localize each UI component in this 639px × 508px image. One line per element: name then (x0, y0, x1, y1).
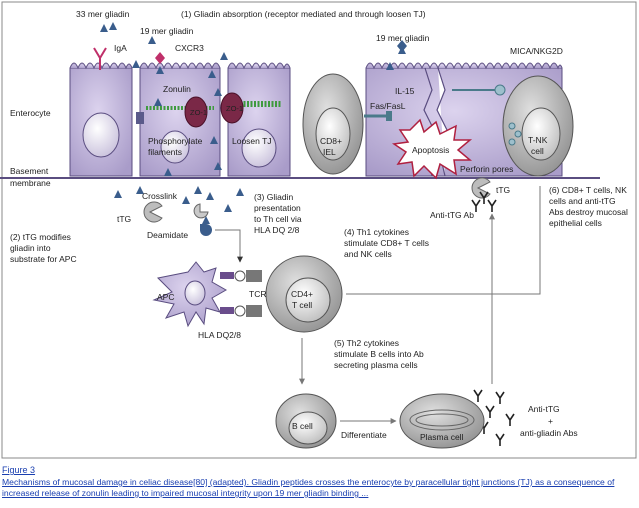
nucleus (82, 112, 120, 158)
figure-title-link[interactable]: Figure 3 (2, 465, 36, 475)
label-il15: IL-15 (395, 86, 415, 96)
deamidated-gliadin (200, 224, 212, 236)
tcr (246, 270, 262, 282)
iga-antibody (93, 47, 107, 70)
label-ttg-right: tTG (496, 185, 510, 195)
label-gliadin-19-top: 19 mer gliadin (140, 26, 194, 36)
label-apoptosis: Apoptosis (412, 145, 449, 155)
antibodies (471, 191, 515, 446)
ttg-enzyme-small (193, 203, 209, 219)
label-basement-1: Basement (10, 166, 49, 176)
label-step6-1: (6) CD8+ T cells, NK (549, 185, 627, 195)
label-ttg-left: tTG (117, 214, 131, 224)
diagram-labels: 33 mer gliadin 19 mer gliadin IgA CXCR3 … (10, 9, 628, 442)
label-tnk-2: cell (531, 146, 544, 156)
label-gliadin-33: 33 mer gliadin (76, 9, 130, 19)
label-apc: APC (157, 292, 174, 302)
label-step2-1: (2) tTG modifies (10, 232, 71, 242)
label-step5-3: secreting plasma cells (334, 360, 418, 370)
label-abs-3: anti-gliadin Abs (520, 428, 578, 438)
label-gliadin-19-right: 19 mer gliadin (376, 33, 430, 43)
label-cd8-2: IEL (323, 147, 336, 157)
label-step4-3: and NK cells (344, 249, 392, 259)
gliadin-19mer-diamond (397, 40, 407, 52)
fas-receptor (386, 111, 392, 121)
label-b-cell: B cell (292, 421, 313, 431)
label-phos-2: filaments (148, 147, 182, 157)
cxcr3-ligand (155, 52, 165, 64)
nucleus (160, 130, 190, 164)
label-step1: (1) Gliadin absorption (receptor mediate… (181, 9, 426, 19)
label-step4-2: stimulate CD8+ T cells (344, 238, 429, 248)
label-zo1-a: ZO-1 (190, 108, 207, 117)
label-step3-3: to Th cell via (254, 214, 302, 224)
gliadin-peptides (100, 22, 406, 224)
celiac-mechanism-diagram: 33 mer gliadin 19 mer gliadin IgA CXCR3 … (0, 1, 637, 459)
label-step3-4: HLA DQ 2/8 (254, 225, 300, 235)
tcr (246, 305, 262, 317)
plasma-cell (399, 393, 485, 449)
label-step5-1: (5) Th2 cytokines (334, 338, 399, 348)
label-step2-3: substrate for APC (10, 254, 77, 264)
label-cd4-2: T cell (292, 300, 312, 310)
label-zo1-b: ZO-1 (226, 104, 243, 113)
label-step3-1: (3) Gliadin (254, 192, 293, 202)
label-deamidate: Deamidate (147, 230, 188, 240)
flow-arrows (215, 186, 541, 424)
label-step6-2: cells and anti-tTG (549, 196, 616, 206)
label-step6-4: epithelial cells (549, 218, 602, 228)
label-cxcr3: CXCR3 (175, 43, 204, 53)
label-enterocyte: Enterocyte (10, 108, 51, 118)
apoptosis-burst (391, 118, 473, 180)
label-loosen-tj: Loosen TJ (232, 136, 272, 146)
label-tcr: TCR (249, 289, 266, 299)
t-nk-nucleus (521, 107, 561, 161)
label-abs-1: Anti-tTG (528, 404, 560, 414)
label-differentiate: Differentiate (341, 430, 387, 440)
cd8-iel-nucleus (315, 107, 351, 161)
receptor (136, 112, 144, 124)
label-step6-3: Abs destroy mucosal (549, 207, 628, 217)
microvilli (69, 62, 133, 70)
label-perforin: Perforin pores (460, 164, 513, 174)
label-fas: Fas/FasL (370, 101, 406, 111)
tight-junction (136, 92, 282, 128)
label-tnk-1: T-NK (528, 135, 548, 145)
microvilli (227, 62, 291, 70)
il15-receptor (494, 84, 506, 96)
label-iga: IgA (114, 43, 127, 53)
hla-receptor (220, 272, 234, 279)
microvilli (139, 62, 221, 70)
nucleus (241, 128, 277, 168)
label-plasma-cell: Plasma cell (420, 432, 464, 442)
zo1-protein (184, 96, 208, 128)
label-step5-2: stimulate B cells into Ab (334, 349, 424, 359)
microvilli (365, 62, 563, 70)
label-zonulin: Zonulin (163, 84, 191, 94)
ttg-enzyme-left (143, 201, 163, 223)
label-cd4-1: CD4+ (291, 289, 313, 299)
hla-receptor (220, 307, 234, 314)
label-phos-1: Phosphorylate (148, 136, 203, 146)
label-cd8-1: CD8+ (320, 136, 342, 146)
label-mica: MICA/NKG2D (510, 46, 563, 56)
ttg-enzyme-right (471, 177, 491, 199)
label-step4-1: (4) Th1 cytokines (344, 227, 409, 237)
label-basement-2: membrane (10, 178, 51, 188)
zo1-protein (220, 92, 244, 124)
label-anti-ttg-ab: Anti-tTG Ab (430, 210, 474, 220)
figure-caption-link[interactable]: Mechanisms of mucosal damage in celiac d… (2, 477, 615, 498)
label-step3-2: presentation (254, 203, 301, 213)
label-crosslink: Crosslink (142, 191, 178, 201)
label-abs-2: + (548, 416, 553, 426)
figure-border (1, 1, 637, 459)
label-hla: HLA DQ2/8 (198, 330, 241, 340)
label-step2-2: gliadin into (10, 243, 51, 253)
